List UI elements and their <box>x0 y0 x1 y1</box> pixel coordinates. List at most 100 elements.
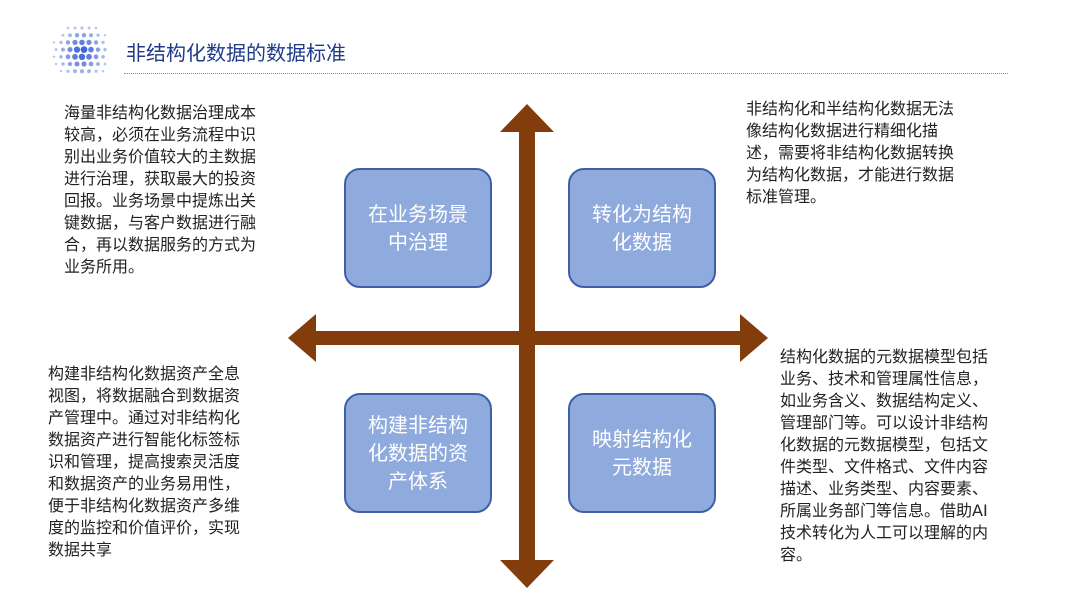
logo-dot <box>80 69 84 74</box>
note-line: 度的监控和价值评价，实现 <box>48 518 241 537</box>
logo-dot <box>72 39 78 46</box>
logo-dot <box>88 46 94 53</box>
logo-dot <box>80 26 84 30</box>
box-line: 中治理 <box>388 230 448 254</box>
logo-dot <box>74 61 80 67</box>
note-line: 描述、业务类型、内容要素、 <box>780 479 989 498</box>
note-line: 技术转化为人工可以理解的内 <box>780 523 989 542</box>
box-line: 化数据的资 <box>368 441 468 465</box>
logo-dot <box>67 61 73 67</box>
note-line: 结构化数据的元数据模型包括 <box>780 347 989 366</box>
vertical-axis <box>519 130 535 562</box>
box-line: 构建非结构 <box>368 413 468 437</box>
logo-dot <box>88 61 94 67</box>
arrow-left-icon <box>288 314 316 362</box>
note-line: 件类型、文件格式、文件内容 <box>780 457 989 476</box>
note-line: 较高，必须在业务流程中识 <box>64 125 257 144</box>
box-line: 在业务场景 <box>368 202 468 226</box>
logo-dot <box>59 69 63 73</box>
logo-dot <box>95 47 101 52</box>
logo-dot <box>87 69 91 74</box>
logo-dot <box>52 41 56 44</box>
box-line: 映射结构化 <box>592 427 692 451</box>
box-line: 产体系 <box>388 469 448 493</box>
logo-dot <box>68 33 72 38</box>
note-line: 海量非结构化数据治理成本 <box>64 103 257 122</box>
note-line: 述，需要将非结构化数据转换 <box>746 143 955 162</box>
arrow-up-icon <box>500 104 554 132</box>
note-line: 容。 <box>780 545 813 564</box>
logo-dot <box>74 33 80 38</box>
page-title: 非结构化数据的数据标准 <box>126 41 346 65</box>
logo-dot <box>103 62 107 66</box>
logo-dot <box>65 54 71 60</box>
logo-dot <box>54 62 58 66</box>
logo-dot <box>88 33 94 38</box>
note-bottom-left: 构建非结构化数据资产全息 视图，将数据融合到数据资 产管理中。通过对非结构化 数… <box>48 363 240 561</box>
box-top-left-label: 在业务场景 中治理 <box>368 200 468 256</box>
note-line: 业务、技术和管理属性信息， <box>780 369 989 388</box>
logo-dot <box>96 33 100 37</box>
logo-dot <box>73 26 77 30</box>
logo-dot <box>66 69 70 73</box>
box-top-left: 在业务场景 中治理 <box>344 168 492 288</box>
note-top-right: 非结构化和半结构化数据无法 像结构化数据进行精细化描 述，需要将非结构化数据转换… <box>746 98 954 208</box>
note-line: 化数据的元数据模型，包括文 <box>780 435 989 454</box>
logo-dot <box>87 26 91 30</box>
logo-dot <box>103 33 107 37</box>
logo-dot <box>86 53 92 60</box>
note-line: 键数据，与客户数据进行融 <box>64 213 257 232</box>
logo-dot <box>72 53 78 60</box>
arrow-down-icon <box>500 560 554 588</box>
logo-dot <box>94 69 98 73</box>
box-top-right-label: 转化为结构 化数据 <box>592 200 692 256</box>
logo-dot <box>101 69 105 73</box>
arrow-right-icon <box>740 314 768 362</box>
logo-dot <box>59 54 63 59</box>
note-line: 合，再以数据服务的方式为 <box>64 235 257 254</box>
logo-dot <box>73 69 77 74</box>
logo-dot <box>101 54 105 59</box>
note-line: 标准管理。 <box>746 187 827 206</box>
logo-dot <box>94 26 98 30</box>
note-top-left: 海量非结构化数据治理成本 较高，必须在业务流程中识 别出业务价值较大的主数据 进… <box>64 102 256 278</box>
logo-dot <box>67 47 73 53</box>
logo-dot <box>80 46 88 53</box>
box-bottom-right: 映射结构化 元数据 <box>568 393 716 513</box>
note-line: 所属业务部门等信息。借助AI <box>780 501 988 520</box>
note-line: 进行治理，获取最大的投资 <box>64 169 257 188</box>
note-line: 数据共享 <box>48 540 113 559</box>
note-line: 回报。业务场景中提炼出关 <box>64 191 257 210</box>
logo-dot <box>73 46 81 53</box>
box-bottom-left-label: 构建非结构 化数据的资 产体系 <box>368 411 468 495</box>
note-line: 便于非结构化数据资产多维 <box>48 496 241 515</box>
logo-dot <box>59 40 63 45</box>
note-line: 业务所用。 <box>64 257 145 276</box>
box-top-right: 转化为结构 化数据 <box>568 168 716 288</box>
note-line: 产管理中。通过对非结构化 <box>48 408 241 427</box>
logo-dot <box>60 47 66 52</box>
box-bottom-right-label: 映射结构化 元数据 <box>592 425 692 481</box>
logo-dot <box>79 39 85 46</box>
logo-dot <box>61 62 65 66</box>
logo-dot <box>103 47 107 52</box>
note-line: 如业务含义、数据结构定义、 <box>780 391 989 410</box>
box-bottom-left: 构建非结构 化数据的资 产体系 <box>344 393 492 513</box>
logo-dot <box>52 55 56 59</box>
note-line: 识和管理，提高搜索灵活度 <box>48 452 241 471</box>
note-line: 构建非结构化数据资产全息 <box>48 364 241 383</box>
box-line: 化数据 <box>612 230 672 254</box>
logo-dot <box>86 39 92 46</box>
note-line: 和数据资产的业务易用性， <box>48 474 241 493</box>
logo-dot <box>61 33 65 37</box>
box-line: 转化为结构 <box>592 202 692 226</box>
note-bottom-right: 结构化数据的元数据模型包括 业务、技术和管理属性信息， 如业务含义、数据结构定义… <box>780 346 988 566</box>
logo-dot <box>101 40 105 45</box>
title-divider <box>124 73 1008 74</box>
logo-dot <box>81 33 87 38</box>
dot-cube-logo-icon <box>52 26 107 74</box>
logo-dot <box>54 48 58 52</box>
note-line: 视图，将数据融合到数据资 <box>48 386 241 405</box>
horizontal-axis <box>314 331 742 345</box>
